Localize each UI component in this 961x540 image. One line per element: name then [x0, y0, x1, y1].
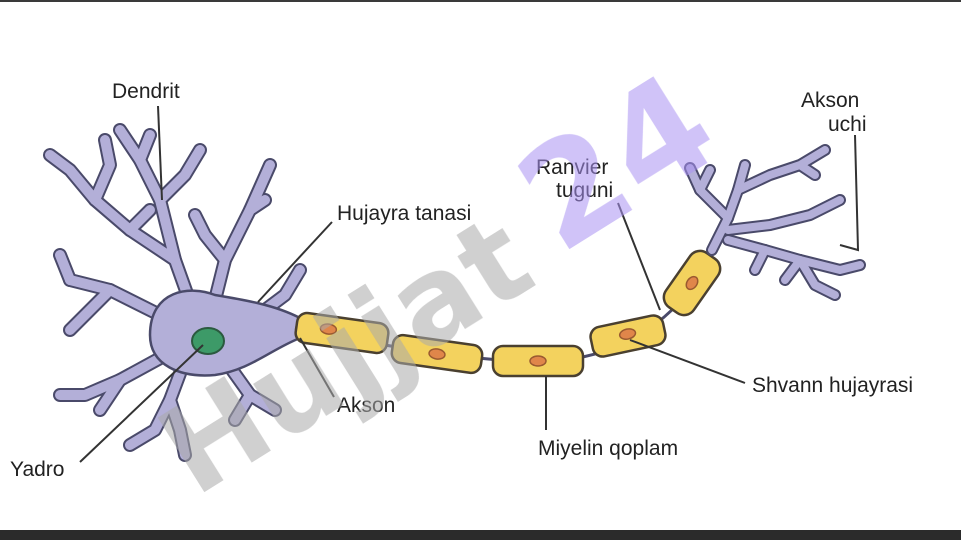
top-border [0, 0, 961, 2]
label-ranvier-line1: Ranvier [536, 156, 608, 179]
label-akson: Akson [337, 394, 395, 417]
leader-shvann [629, 339, 746, 384]
bottom-bar [0, 530, 961, 540]
leader-ranvier [617, 202, 661, 311]
dendrites [43, 123, 307, 462]
leader-yadro [79, 344, 204, 463]
label-yadro: Yadro [10, 458, 64, 481]
label-dendrit: Dendrit [112, 80, 180, 103]
schwann-cell-5 [662, 249, 722, 317]
leader-lines [79, 105, 860, 463]
leader-dendrit [157, 105, 163, 201]
label-hujayra-tanasi: Hujayra tanasi [337, 202, 471, 225]
leader-akson [299, 337, 335, 398]
schwann-cell-1 [294, 311, 390, 355]
label-shvann: Shvann hujayrasi [752, 374, 913, 397]
myelin-sheath [294, 249, 722, 378]
leader-hujayra-tanasi [257, 221, 333, 303]
label-miyelin: Miyelin qoplam [538, 437, 678, 460]
label-ranvier-line2: tuguni [556, 179, 613, 202]
axon-terminals [684, 144, 866, 301]
schwann-cell-3 [491, 344, 585, 378]
leader-akson-uchi [839, 134, 860, 252]
schwann-cell-4 [589, 314, 667, 358]
label-akson-uchi-line1: Akson [801, 89, 859, 112]
schwann-cell-2 [390, 333, 484, 375]
label-akson-uchi-line2: uchi [828, 113, 867, 136]
watermark-number: 24 [492, 42, 744, 283]
